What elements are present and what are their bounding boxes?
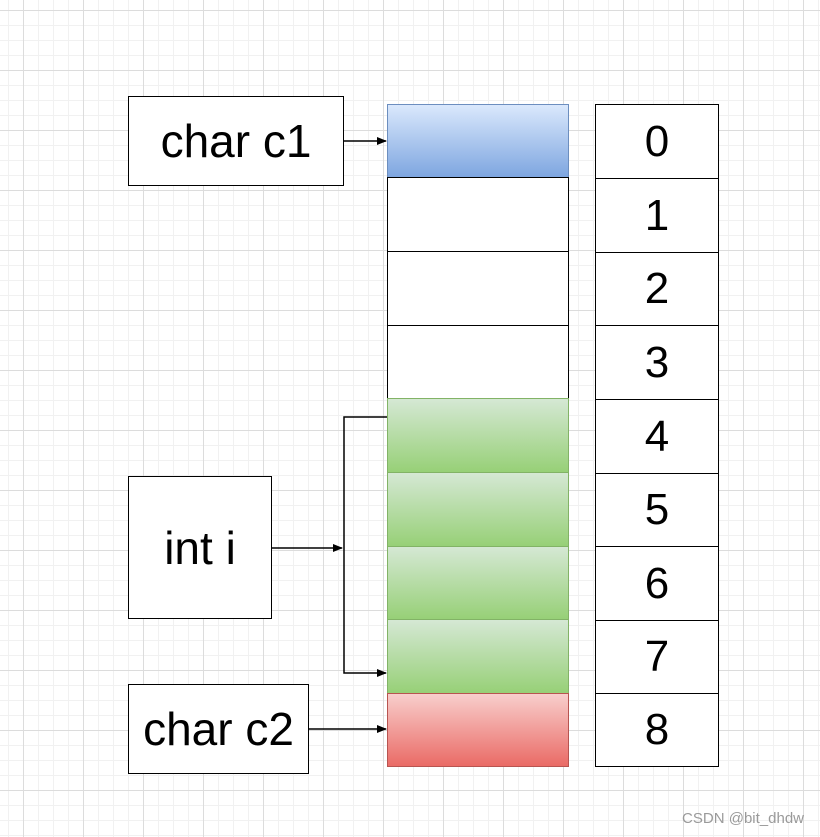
memory-cell-8 — [387, 693, 569, 767]
offset-1: 1 — [595, 178, 719, 253]
memory-cell-2 — [387, 251, 569, 326]
int-i-bracket — [343, 416, 387, 677]
offset-3: 3 — [595, 325, 719, 400]
watermark: CSDN @bit_dhdw — [682, 810, 804, 827]
char-c2-label: char c2 — [128, 684, 309, 774]
offset-2: 2 — [595, 252, 719, 326]
int-i-label: int i — [128, 476, 272, 619]
memory-cell-4 — [387, 398, 569, 473]
offset-4: 4 — [595, 399, 719, 474]
offset-7: 7 — [595, 620, 719, 694]
memory-cell-6 — [387, 546, 569, 620]
offset-8: 8 — [595, 693, 719, 767]
memory-cell-0 — [387, 104, 569, 178]
char-c1-label: char c1 — [128, 96, 344, 186]
memory-cell-5 — [387, 472, 569, 547]
offset-5: 5 — [595, 473, 719, 547]
